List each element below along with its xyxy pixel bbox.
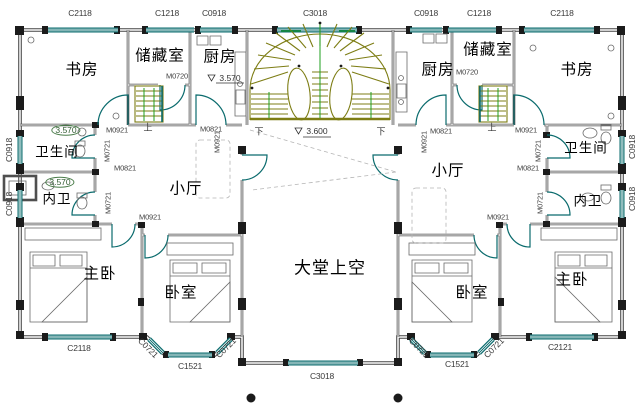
- toilet-ensuite-left: [76, 196, 88, 210]
- door-label-m0921-study-left: M0921: [106, 125, 128, 135]
- walls-layer: [2, 28, 624, 365]
- level-label-bath-left: 3.570: [51, 124, 81, 136]
- sofa-hall-left: [195, 139, 231, 199]
- level-symbols: [207, 74, 331, 138]
- level-label-ensuite-left: 3.570: [45, 176, 75, 188]
- door-label-m0921-hall-left: M0921: [212, 131, 222, 153]
- stair-down-mark-left: 下: [254, 126, 264, 137]
- level-label-stair-landing: 3.600: [306, 125, 328, 136]
- basin-ensuite-right: [581, 192, 595, 202]
- wardrobe-bedroom-left: [166, 242, 234, 256]
- door-label-m0821-kitchen-right: M0821: [430, 126, 452, 136]
- window-label-c1218-top-right: C1218: [466, 7, 492, 18]
- stair-up-mark-left: 上: [143, 122, 153, 133]
- toilet-bath-right: [600, 131, 612, 145]
- window-label-c0918-right-upper: C0918: [626, 134, 637, 160]
- window-label-c2118-top-left: C2118: [68, 7, 92, 18]
- room-label-ensuite-left: 内卫: [42, 191, 72, 207]
- room-label-master-right: 主卧: [555, 271, 589, 289]
- room-label-atrium: 大堂上空: [294, 258, 366, 278]
- kitchen-counters: [196, 33, 448, 117]
- door-label-m0921-study-right: M0921: [515, 125, 537, 135]
- basin-bath-right: [582, 127, 598, 139]
- room-label-hall-left: 小厅: [169, 180, 203, 198]
- room-label-storage-left: 储藏室: [135, 47, 185, 65]
- window-label-c2118-bottom-left: C2118: [67, 342, 91, 353]
- window-label-c0918-right-lower: C0918: [626, 186, 637, 212]
- window-label-c0918-left-upper: C0918: [3, 137, 14, 163]
- window-label-c2121-bottom-right: C2121: [547, 341, 573, 352]
- door-label-m0821-hall-right-inner: M0821: [517, 163, 539, 173]
- windows-layer: [17, 27, 625, 366]
- column-dot-right: [393, 393, 403, 403]
- grand-staircase: [249, 21, 391, 121]
- room-label-storage-right: 储藏室: [463, 41, 513, 59]
- wardrobe-master-right: [540, 227, 618, 241]
- toilet-bath-left: [74, 144, 86, 158]
- service-stair-left: [134, 85, 164, 123]
- door-label-m0720-storage-right: M0720: [456, 67, 478, 77]
- window-label-c3018-bottom: C3018: [309, 370, 335, 381]
- toilet-ensuite-right: [600, 191, 612, 205]
- room-label-bath-left: 卫生间: [35, 144, 79, 160]
- door-label-m0721-bath-left: M0721: [102, 140, 112, 162]
- window-label-c2118-top-right: C2118: [550, 7, 574, 18]
- level-label-kitchen-left: 3.570: [219, 72, 241, 83]
- furniture-layer: [24, 33, 618, 323]
- door-label-m0720-storage-left: M0720: [166, 71, 188, 81]
- window-label-c1218-top-left: C1218: [154, 7, 180, 18]
- wardrobe-bedroom-right: [408, 242, 476, 256]
- window-label-c1521-bay-right: C1521: [444, 358, 470, 369]
- column-dot-left: [246, 393, 256, 403]
- room-label-master-left: 主卧: [83, 265, 117, 283]
- stair-up-mark-right: 上: [487, 122, 497, 133]
- door-label-m0921-hall-right: M0921: [419, 131, 429, 153]
- window-label-c0918-top-left: C0918: [201, 7, 227, 18]
- window-label-c3018-top: C3018: [302, 7, 328, 18]
- wardrobe-master-left: [24, 227, 102, 241]
- sofa-hall-right: [411, 187, 447, 244]
- room-label-bath-right: 卫生间: [564, 140, 608, 156]
- room-label-hall-right: 小厅: [431, 162, 465, 180]
- door-label-m0821-hall-left-inner: M0821: [114, 163, 136, 173]
- room-label-study-left: 书房: [65, 61, 99, 79]
- room-label-study-right: 书房: [560, 61, 594, 79]
- window-label-c1521-bay-left: C1521: [177, 360, 203, 371]
- service-stair-right: [478, 85, 508, 123]
- door-label-m0921-bedroom-right: M0921: [487, 212, 509, 222]
- room-label-bedroom-left: 卧室: [164, 284, 198, 302]
- door-label-m0721-bath-right: M0721: [533, 140, 543, 162]
- window-label-c0918-left-lower: C0918: [3, 191, 14, 217]
- room-label-kitchen-left: 厨房: [203, 48, 237, 66]
- stair-down-mark-right: 下: [376, 126, 386, 137]
- room-label-ensuite-right: 内卫: [573, 193, 603, 209]
- door-label-m0821-kitchen-left: M0821: [200, 124, 222, 134]
- room-label-kitchen-right: 厨房: [421, 61, 455, 79]
- room-label-bedroom-right: 卧室: [455, 284, 489, 302]
- door-label-m0721-ensuite-left: M0721: [103, 192, 113, 214]
- door-label-m0921-bedroom-left: M0921: [139, 212, 161, 222]
- door-label-m0721-ensuite-right: M0721: [535, 192, 545, 214]
- window-label-c0918-top-right: C0918: [413, 7, 439, 18]
